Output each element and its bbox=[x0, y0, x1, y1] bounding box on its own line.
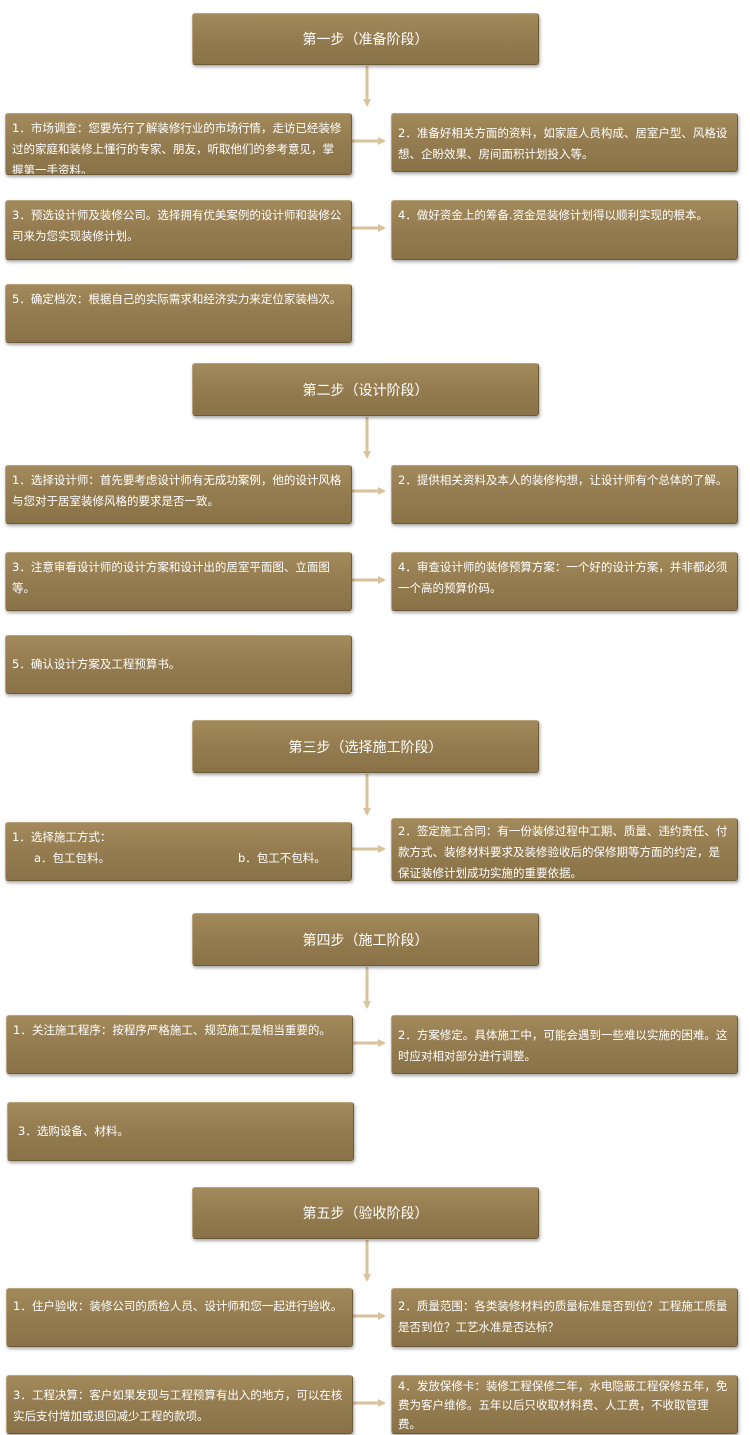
step-2-title: 第二步（设计阶段） bbox=[192, 363, 539, 416]
step-4-item-3: 3．选购设备、材料。 bbox=[7, 1102, 354, 1161]
step-1-item-1: 1．市场调查：您要先行了解装修行业的市场行情，走访已经装修过的家庭和装修上懂行的… bbox=[5, 113, 352, 175]
step-2-item-5: 5．确认设计方案及工程预算书。 bbox=[5, 635, 352, 694]
step-2-item-4: 4．审查设计师的装修预算方案：一个好的设计方案，并非都必须一个高的预算价码。 bbox=[391, 552, 738, 611]
step-1-item-2: 2．准备好相关方面的资料，如家庭人员构成、居室户型、风格设想、企盼效果、房间面积… bbox=[391, 113, 738, 172]
step-4-title: 第四步（施工阶段） bbox=[192, 913, 539, 966]
step-3-option-b: b．包工不包料。 bbox=[238, 851, 326, 865]
step-5-item-3: 3．工程决算：客户如果发现与工程预算有出入的地方，可以在核实后支付增加或退回减少… bbox=[6, 1375, 353, 1434]
step-3-item-2: 2．签定施工合同：有一份装修过程中工期、质量、违约责任、付款方式、装修材料要求及… bbox=[391, 818, 738, 881]
step-3-item-1-label: 1．选择施工方式： bbox=[12, 830, 112, 844]
step-5-item-4: 4．发放保修卡：装修工程保修二年，水电隐蔽工程保修五年，免费为客户维修。五年以后… bbox=[391, 1375, 738, 1434]
step-1-item-3: 3．预选设计师及装修公司。选择拥有优美案例的设计师和装修公司来为您实现装修计划。 bbox=[5, 200, 352, 260]
step-1-title: 第一步（准备阶段） bbox=[192, 13, 539, 65]
step-3-option-a: a．包工包料。 bbox=[34, 851, 111, 865]
step-3-item-1: 1．选择施工方式： a．包工包料。 b．包工不包料。 bbox=[5, 822, 352, 881]
step-4-item-1: 1．关注施工程序：按程序严格施工、规范施工是相当重要的。 bbox=[6, 1015, 353, 1074]
step-5-item-1: 1．住户验收：装修公司的质检人员、设计师和您一起进行验收。 bbox=[6, 1288, 353, 1347]
step-1-item-5: 5．确定档次：根据自己的实际需求和经济实力来定位家装档次。 bbox=[5, 284, 352, 343]
step-3-title: 第三步（选择施工阶段） bbox=[192, 720, 539, 773]
step-5-title: 第五步（验收阶段） bbox=[192, 1187, 539, 1239]
step-2-item-2: 2．提供相关资料及本人的装修构想，让设计师有个总体的了解。 bbox=[391, 465, 738, 524]
step-2-item-3: 3．注意审看设计师的设计方案和设计出的居室平面图、立面图等。 bbox=[5, 552, 352, 611]
step-2-item-1: 1．选择设计师：首先要考虑设计师有无成功案例，他的设计风格与您对于居室装修风格的… bbox=[5, 465, 352, 524]
step-1-item-4: 4．做好资金上的筹备.资金是装修计划得以顺利实现的根本。 bbox=[391, 200, 738, 260]
step-4-item-2: 2．方案修定。具体施工中，可能会遇到一些难以实施的困难。这时应对相对部分进行调整… bbox=[391, 1015, 738, 1074]
step-5-item-2: 2．质量范围：各类装修材料的质量标准是否到位？工程施工质量是否到位？工艺水准是否… bbox=[391, 1288, 738, 1347]
